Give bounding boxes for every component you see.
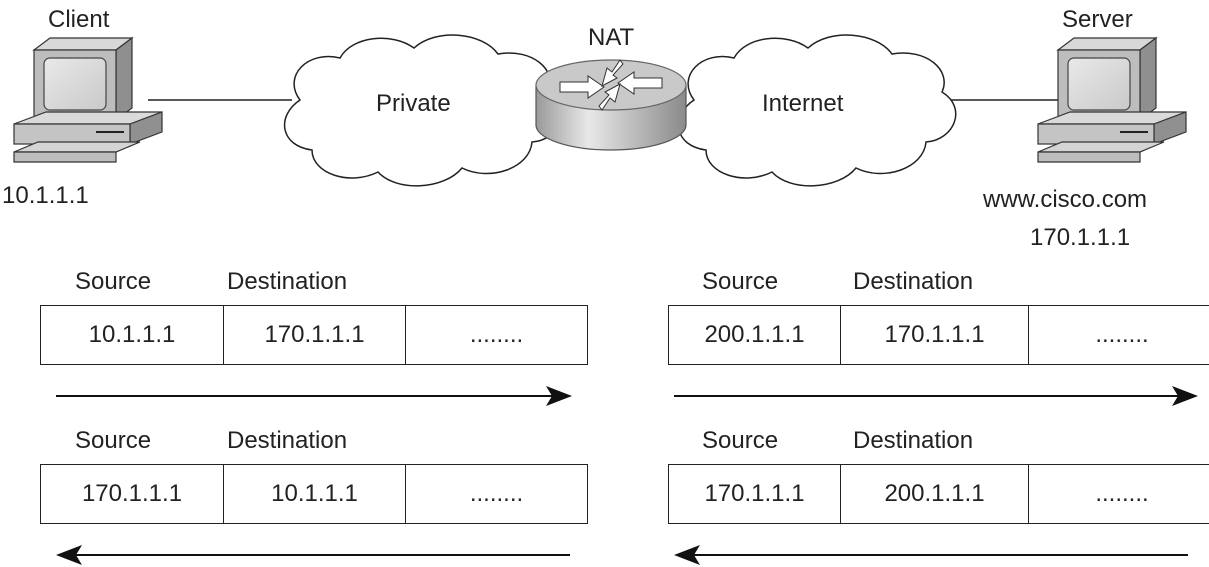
packet-payload: ........ — [405, 465, 587, 523]
source-header: Source — [702, 427, 779, 454]
packet-destination: 170.1.1.1 — [840, 306, 1028, 364]
packet-destination: 10.1.1.1 — [223, 465, 405, 523]
packet-left-outbound: 10.1.1.1 170.1.1.1 ........ — [40, 305, 588, 365]
arrow-right-icon — [674, 386, 1198, 406]
source-header: Source — [702, 268, 779, 295]
packet-source: 10.1.1.1 — [88, 321, 176, 348]
destination-header: Destination — [853, 427, 974, 454]
arrow-left-icon — [674, 545, 1188, 565]
packet-source: 170.1.1.1 — [81, 480, 183, 507]
client-computer-icon — [13, 36, 163, 163]
source-header: Source — [75, 268, 152, 295]
client-label: Client — [48, 6, 110, 33]
arrow-left-icon — [56, 545, 570, 565]
destination-header: Destination — [853, 268, 974, 295]
packet-destination: 170.1.1.1 — [223, 306, 405, 364]
private-cloud-label: Private — [376, 90, 451, 117]
destination-header: Destination — [227, 427, 348, 454]
server-ip: 170.1.1.1 — [1030, 224, 1131, 251]
packet-left-inbound: 170.1.1.1 10.1.1.1 ........ — [40, 464, 588, 524]
packet-source: 200.1.1.1 — [704, 321, 805, 348]
destination-header: Destination — [227, 268, 348, 295]
packet-payload: ........ — [405, 306, 587, 364]
nat-label: NAT — [588, 24, 635, 51]
packet-right-outbound: 200.1.1.1 170.1.1.1 ........ — [668, 305, 1209, 365]
packet-source: 170.1.1.1 — [704, 480, 805, 507]
client-ip: 10.1.1.1 — [2, 182, 89, 209]
internet-cloud-label: Internet — [762, 90, 844, 117]
server-hostname: www.cisco.com — [983, 186, 1148, 213]
arrow-right-icon — [56, 386, 572, 406]
source-header: Source — [75, 427, 152, 454]
server-label: Server — [1062, 6, 1133, 33]
router-icon — [535, 59, 687, 151]
packet-destination: 200.1.1.1 — [840, 465, 1028, 523]
server-computer-icon — [1037, 36, 1187, 163]
packet-right-inbound: 170.1.1.1 200.1.1.1 ........ — [668, 464, 1209, 524]
internet-cloud-icon — [677, 34, 957, 187]
packet-payload: ........ — [1028, 465, 1209, 523]
packet-payload: ........ — [1028, 306, 1209, 364]
